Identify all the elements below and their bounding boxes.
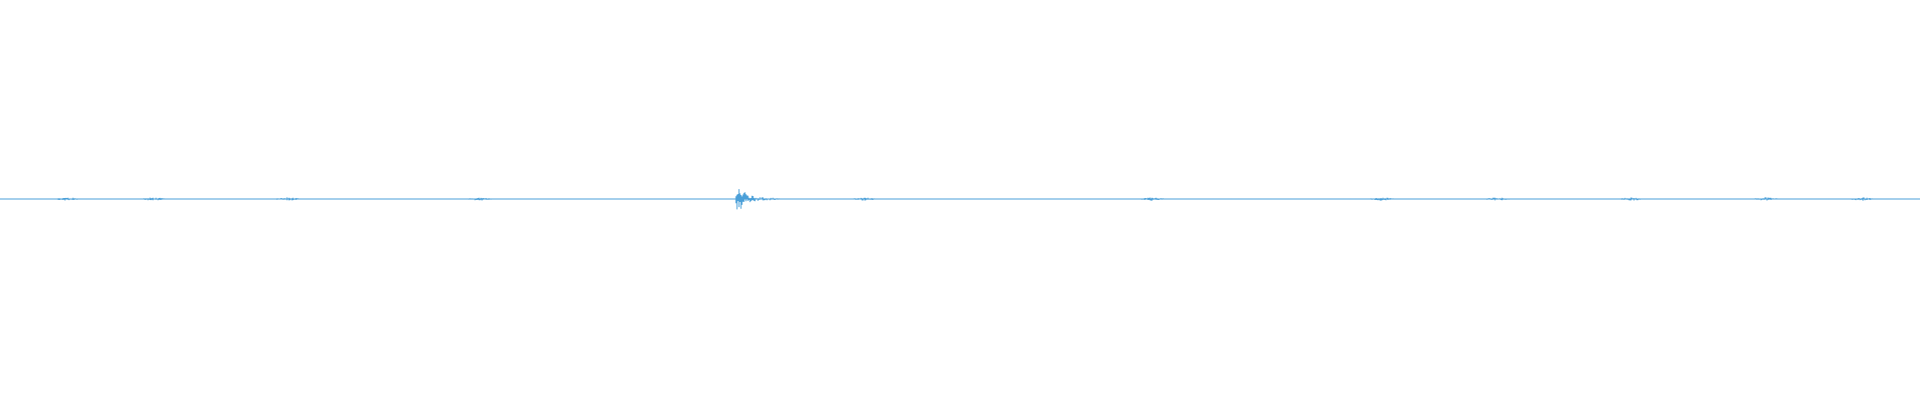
waveform-path	[0, 189, 1920, 210]
